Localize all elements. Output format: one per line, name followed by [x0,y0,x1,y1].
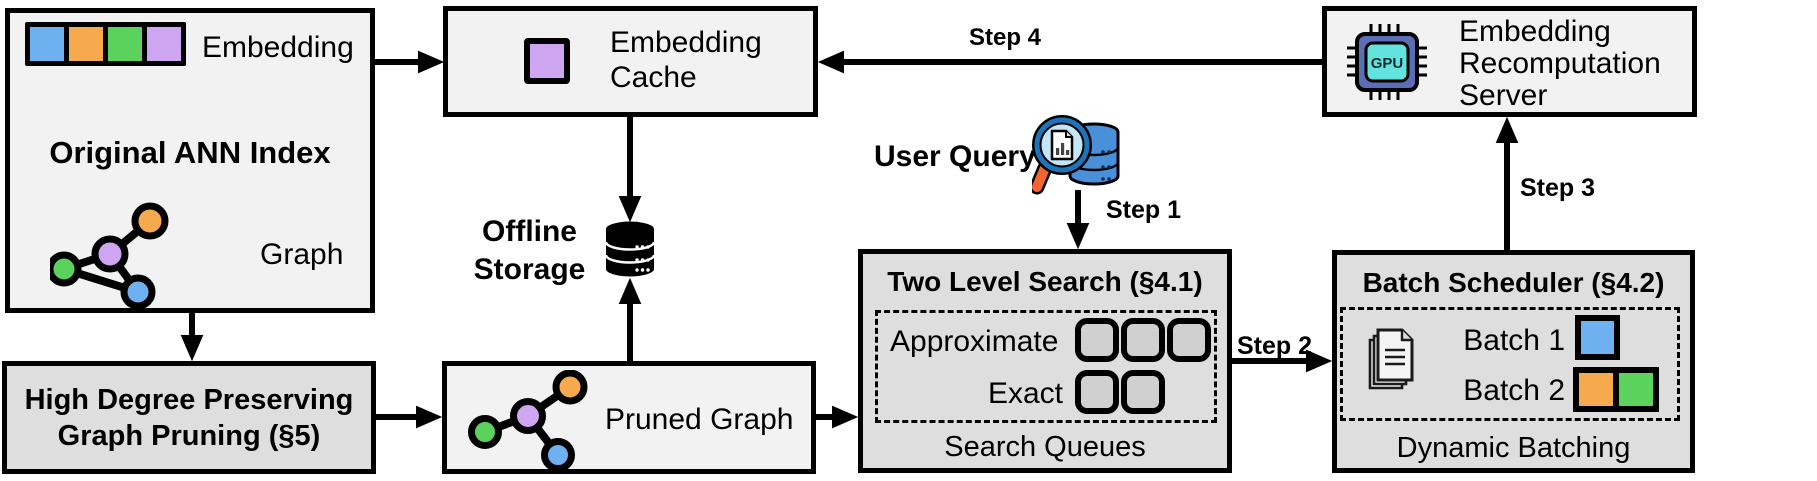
queue-slot [1075,318,1119,362]
step1-label: Step 1 [1106,196,1182,224]
step2-label: Step 2 [1237,332,1313,360]
batch1-label: Batch 1 [1463,324,1565,357]
graph-pruning-box: High Degree Preserving Graph Pruning (§5… [2,361,376,474]
embedding-cell-orange [69,27,103,61]
recomputation-server-title: Embedding Recomputation Server [1459,15,1661,113]
queue-slot [1121,318,1165,362]
step3-label: Step 3 [1520,174,1596,202]
ann-index-title: Original ANN Index [49,135,331,170]
batch2-label: Batch 2 [1463,374,1565,407]
embedding-cache-title: Embedding Cache [610,26,762,95]
user-query-label: User Query [874,140,1036,173]
batch-scheduler-title: Batch Scheduler (§4.2) [1362,267,1665,298]
query-search-icon [1032,115,1120,195]
search-queues-caption: Search Queues [944,431,1146,463]
step4-label: Step 4 [968,24,1042,51]
graph-pruning-title-line1: High Degree Preserving [24,384,354,416]
search-queues-panel [875,310,1217,423]
embedding-cell-purple [147,27,181,61]
dynamic-batching-caption: Dynamic Batching [1396,432,1631,464]
offline-storage-label: Offline Storage [473,215,586,286]
two-level-search-box: Two Level Search (§4.1) Approximate Exac… [858,249,1232,473]
gpu-chip-icon: GPU [1347,24,1427,100]
original-ann-index-box: Embedding Original ANN Index Graph [5,8,375,313]
approximate-label: Approximate [890,325,1059,358]
pruned-graph-label: Pruned Graph [605,403,794,436]
embedding-cell-blue [30,27,64,61]
batch1-embedding-blue [1575,315,1620,360]
recomputation-server-box: GPU Embedding Recomputation Server [1322,6,1697,117]
approximate-queue-slots [1075,318,1211,362]
batch2-embedding-orange [1579,373,1613,406]
queue-slot [1167,318,1211,362]
graph-label: Graph [260,238,344,271]
two-level-search-title: Two Level Search (§4.1) [887,266,1203,297]
batch2-embedding-green [1613,373,1653,406]
pruned-graph-icon [468,370,588,470]
pruned-graph-box: Pruned Graph [442,361,816,474]
embedding-label: Embedding [202,31,354,64]
batch-scheduler-box: Batch Scheduler (§4.2) Batch 1 Batch 2 D… [1332,250,1695,473]
dynamic-batching-panel [1340,307,1680,421]
graph-pruning-title: High Degree Preserving Graph Pruning (§5… [7,382,371,455]
embedding-cell-green [108,27,142,61]
queue-slot [1121,370,1165,414]
exact-label: Exact [987,377,1063,410]
documents-icon [1368,328,1414,390]
embedding-cache-box: Embedding Cache [443,6,818,117]
cached-embedding-icon [524,38,570,84]
gpu-label: GPU [1371,55,1404,72]
queue-slot [1075,370,1119,414]
embedding-vector-icon [25,22,186,66]
database-storage-icon [604,221,656,277]
batch2-embeddings [1573,367,1659,412]
exact-queue-slots [1075,370,1165,414]
graph-icon [50,202,169,310]
graph-pruning-title-line2: Graph Pruning (§5) [57,420,321,453]
